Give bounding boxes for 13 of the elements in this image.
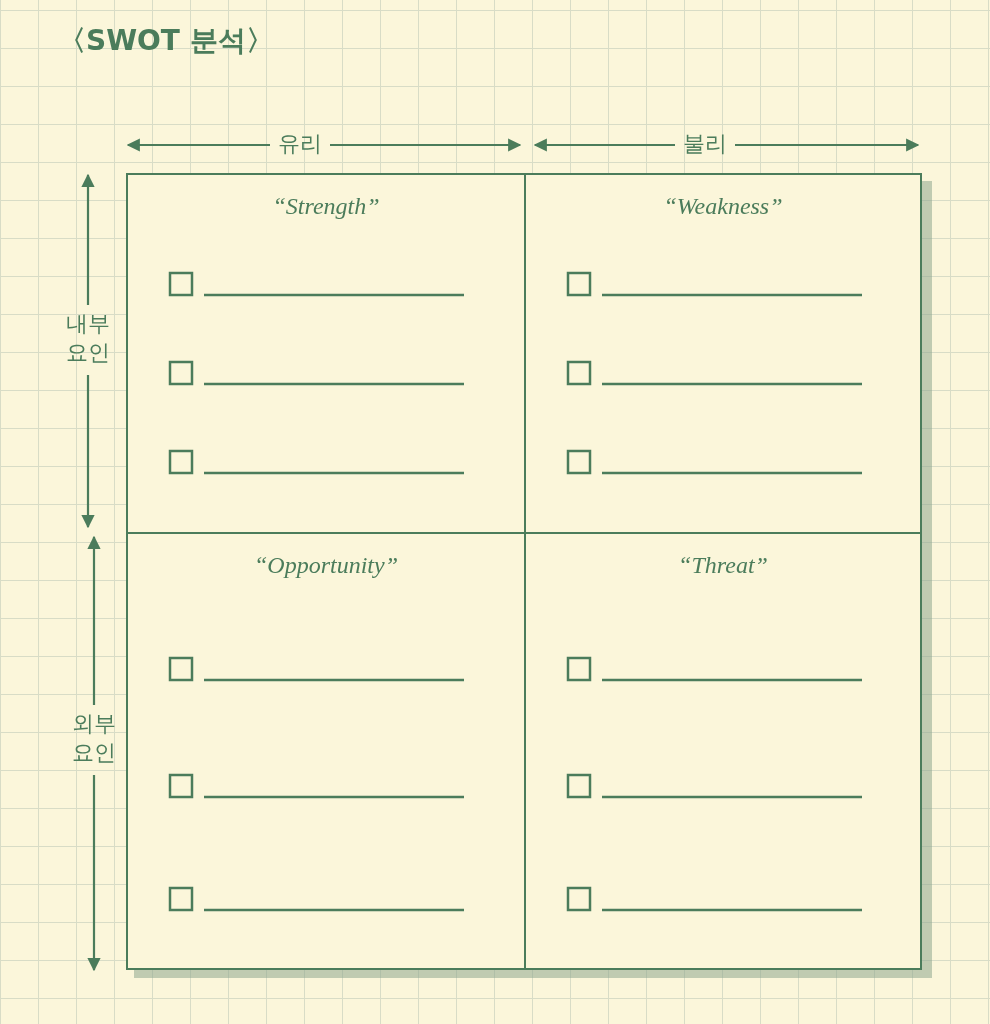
quadrant-box <box>524 532 922 970</box>
quadrant-heading: “Threat” <box>677 552 769 579</box>
quadrant-box <box>126 173 526 534</box>
quadrant-box <box>524 173 922 534</box>
quadrant-heading: “Strength” <box>271 193 381 220</box>
axis-label: 불리 <box>682 130 728 158</box>
quadrant-box <box>126 532 526 970</box>
axis-label: 내부 요인 <box>65 310 111 367</box>
title: 〈SWOT 분석〉 <box>58 23 274 59</box>
axis-label: 외부 요인 <box>71 710 117 767</box>
quadrant-heading: “Opportunity” <box>253 552 399 579</box>
quadrant-heading: “Weakness” <box>662 193 784 220</box>
axis-label: 유리 <box>277 130 323 158</box>
